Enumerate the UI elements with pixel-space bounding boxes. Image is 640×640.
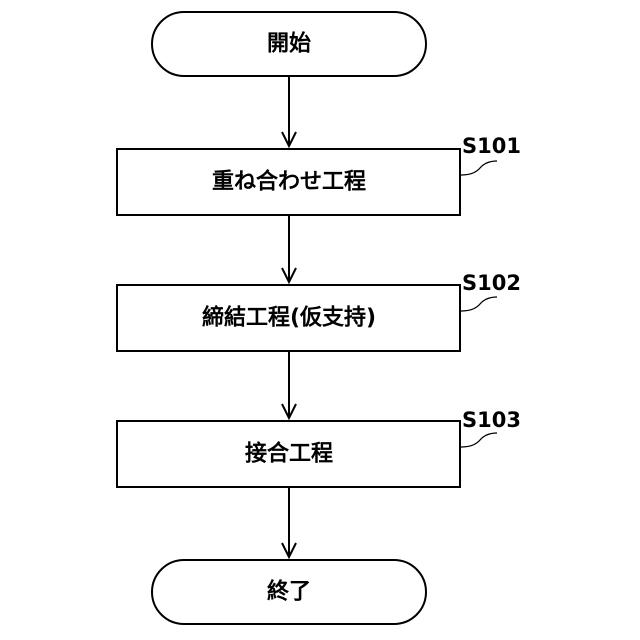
process-label-s101: 重ね合わせ工程 (212, 169, 366, 195)
start-terminal: 開始 (152, 12, 426, 76)
process-step-s101: 重ね合わせ工程 S101 (117, 134, 521, 215)
process-step-s102: 締結工程(仮支持) S102 (117, 271, 521, 351)
start-label: 開始 (267, 31, 311, 57)
leader-line-s101 (461, 161, 497, 175)
step-id-s103: S103 (462, 408, 521, 432)
end-terminal: 終了 (152, 560, 426, 624)
arrow-start-to-s101 (282, 76, 296, 146)
leader-line-s103 (461, 433, 497, 447)
process-step-s103: 接合工程 S103 (117, 408, 521, 487)
arrow-s102-to-s103 (282, 351, 296, 418)
arrow-s103-to-end (282, 487, 296, 557)
process-label-s103: 接合工程 (245, 441, 333, 467)
process-label-s102: 締結工程(仮支持) (202, 305, 376, 331)
step-id-s101: S101 (462, 134, 521, 158)
step-id-s102: S102 (462, 271, 521, 295)
leader-line-s102 (461, 297, 497, 311)
arrow-s101-to-s102 (282, 215, 296, 282)
end-label: 終了 (267, 579, 311, 605)
